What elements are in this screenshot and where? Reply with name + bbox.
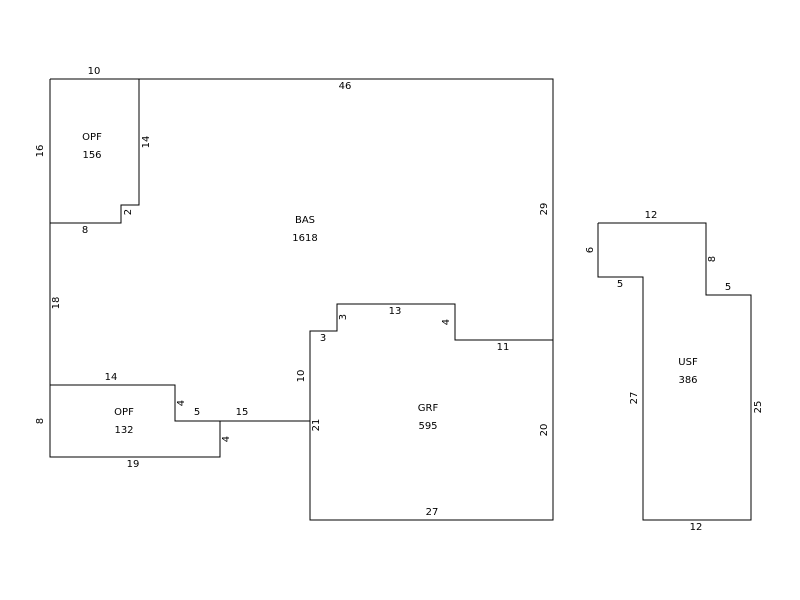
grf-sqft: 595 [418, 421, 437, 432]
dim-label: 14 [105, 372, 118, 383]
dim-label: 8 [82, 225, 88, 236]
opf-top-outline [50, 78, 140, 224]
grf-label: GRF [418, 403, 439, 414]
dim-label: 29 [539, 203, 550, 216]
dim-label: 4 [221, 436, 232, 442]
dim-label: 4 [441, 319, 452, 325]
dim-label: 13 [389, 306, 402, 317]
grf-outline [309, 340, 554, 521]
dim-label: 6 [585, 247, 596, 253]
dim-label: 11 [497, 342, 510, 353]
opf-bottom-sqft: 132 [114, 425, 133, 436]
dim-label: 10 [88, 66, 101, 77]
dim-label: 12 [690, 522, 703, 533]
opf-top-sqft: 156 [82, 150, 101, 161]
opf-bottom-outline [49, 384, 221, 458]
dim-label: 25 [753, 401, 764, 414]
usf-outline [597, 222, 752, 521]
dim-label: 27 [426, 507, 439, 518]
usf-sqft: 386 [678, 375, 697, 386]
dim-label: 3 [320, 333, 326, 344]
dim-label: 8 [707, 256, 718, 262]
bas-label: BAS [295, 215, 315, 226]
dim-label: 8 [35, 418, 46, 424]
dim-label: 5 [194, 407, 200, 418]
dim-label: 14 [141, 136, 152, 149]
dim-label: 21 [311, 419, 322, 432]
dim-label: 15 [236, 407, 249, 418]
opf-top-label: OPF [82, 132, 102, 143]
usf-label: USF [678, 357, 698, 368]
dim-label: 16 [35, 145, 46, 158]
opf-bottom-label: OPF [114, 407, 134, 418]
dim-label: 2 [123, 209, 134, 215]
dim-label: 5 [617, 279, 623, 290]
dim-label: 12 [645, 210, 658, 221]
bas-sqft: 1618 [292, 233, 317, 244]
dim-label: 27 [629, 392, 640, 405]
dim-label: 3 [338, 314, 349, 320]
dim-label: 20 [539, 424, 550, 437]
dim-label: 10 [296, 370, 307, 383]
dim-label: 46 [339, 81, 352, 92]
dim-label: 5 [725, 282, 731, 293]
dim-label: 4 [176, 400, 187, 406]
dim-label: 18 [51, 297, 62, 310]
dim-label: 19 [127, 459, 140, 470]
